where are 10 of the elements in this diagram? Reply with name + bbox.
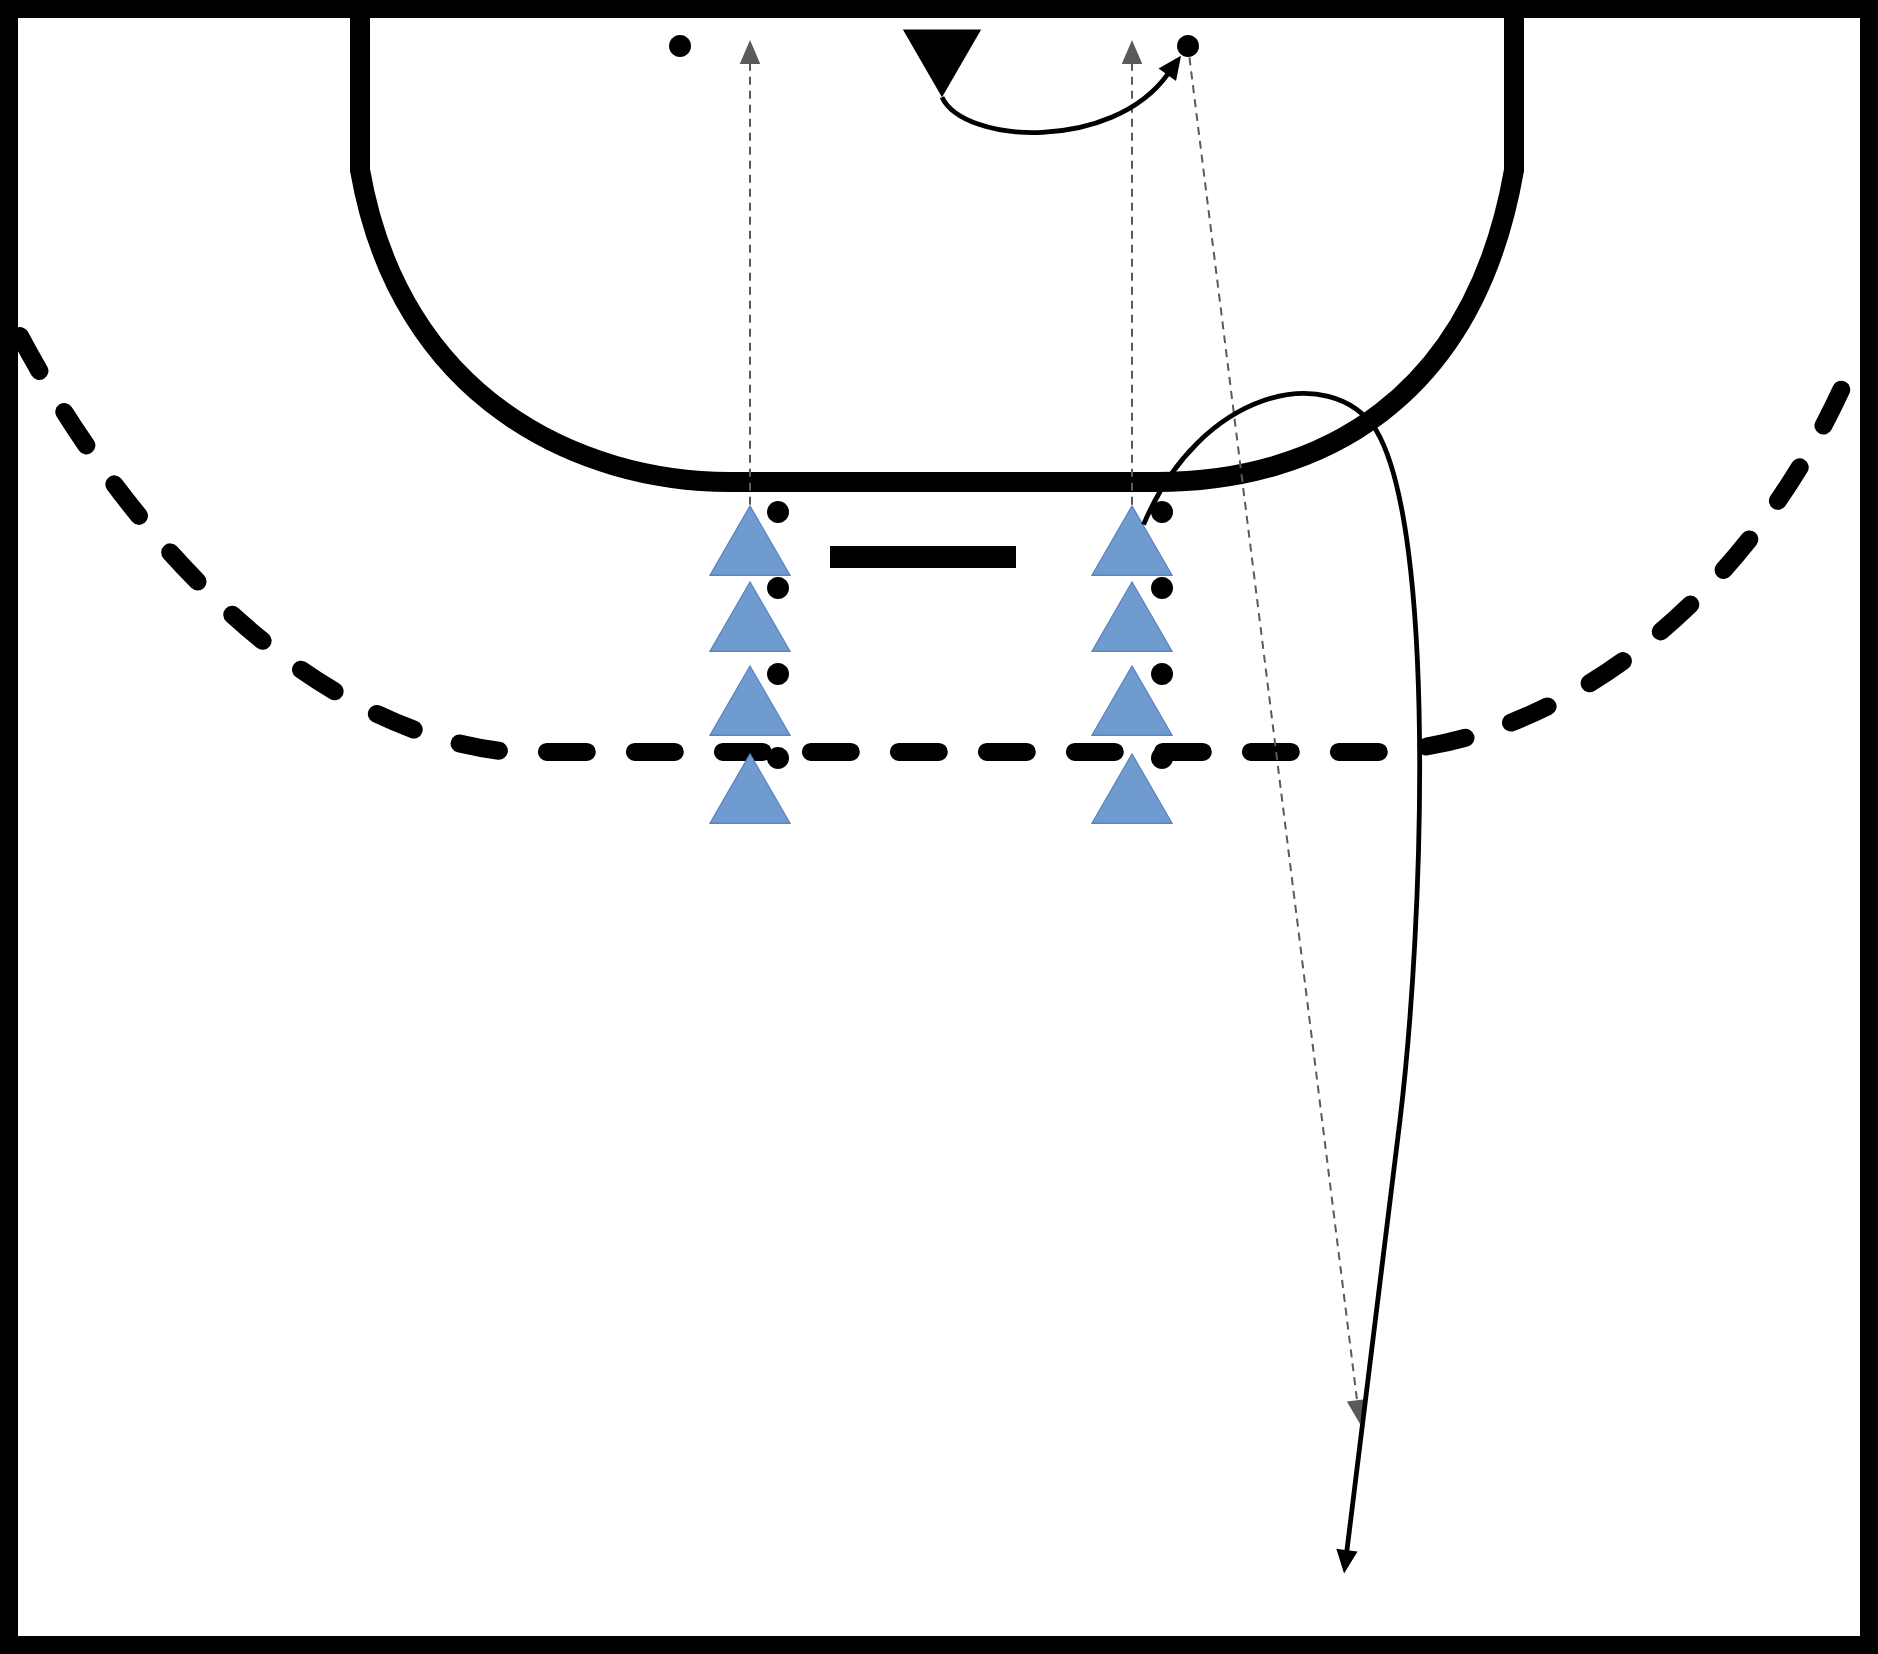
ball [1151, 501, 1173, 523]
ball [1177, 35, 1199, 57]
ball [1151, 747, 1173, 769]
ball [767, 577, 789, 599]
ball [767, 501, 789, 523]
ball [1151, 577, 1173, 599]
ball [1151, 663, 1173, 685]
ball [669, 35, 691, 57]
ball [767, 663, 789, 685]
ball [767, 747, 789, 769]
